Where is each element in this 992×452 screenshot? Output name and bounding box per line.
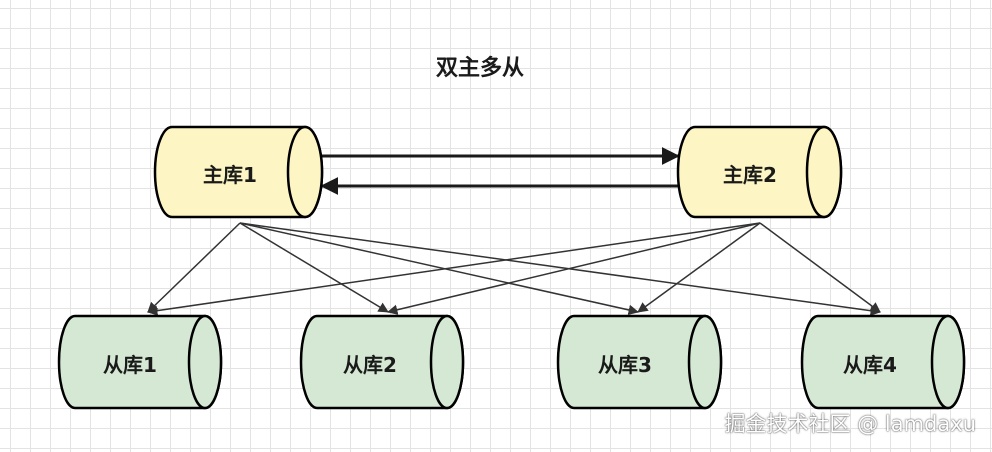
master1-label: 主库1 [203, 163, 257, 187]
slave4-label: 从库4 [843, 353, 897, 377]
node-master2 [676, 125, 843, 219]
edge-master1-to-slave4 [239, 222, 882, 316]
edge-master1-to-slave3 [239, 222, 640, 316]
slave3-label: 从库3 [598, 353, 652, 377]
diagram-title: 双主多从 [435, 56, 524, 81]
edge-master2-to-slave4 [759, 222, 881, 313]
node-slave3 [556, 314, 723, 410]
edge-master1-to-slave2 [239, 222, 389, 313]
node-master1 [153, 125, 324, 219]
node-slave4 [800, 314, 966, 410]
edge-master2-to-slave3 [637, 222, 761, 313]
node-slave1 [57, 314, 223, 410]
node-slave2 [299, 314, 465, 410]
watermark: 掘金技术社区 @ lamdaxu [724, 412, 976, 436]
slave2-label: 从库2 [343, 353, 397, 377]
edge-master1-to-slave1 [147, 222, 241, 313]
master2-label: 主库2 [723, 163, 777, 187]
slave1-label: 从库1 [103, 353, 157, 377]
edge-master2-to-slave1 [146, 222, 761, 316]
edge-master2-to-slave2 [386, 222, 761, 315]
